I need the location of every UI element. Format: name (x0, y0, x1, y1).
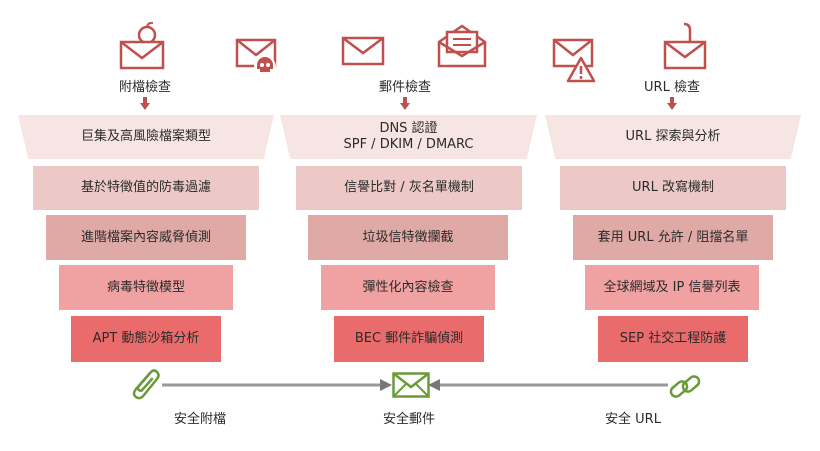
funnel-row: APT 動態沙箱分析 (71, 316, 221, 362)
paperclip-icon (130, 368, 162, 402)
funnel-row: BEC 郵件詐騙偵測 (334, 316, 484, 362)
funnel-row: 病毒特徵模型 (59, 265, 233, 310)
funnel-row: URL 改寫機制 (560, 166, 786, 210)
funnel-row-label: 進階檔案內容威脅偵測 (80, 229, 211, 245)
funnel-row: 垃圾信特徵攔截 (308, 215, 508, 260)
link-icon (668, 372, 702, 402)
funnel-row: 全球網域及 IP 信譽列表 (585, 265, 759, 310)
arrow-down-icon (400, 96, 410, 115)
envelope-bomb-icon (118, 22, 168, 70)
funnel-row-label: BEC 郵件詐騙偵測 (354, 331, 464, 346)
envelope-skull-icon (235, 38, 281, 80)
funnel-row-label: APT 動態沙箱分析 (92, 331, 200, 346)
arrow-down-icon (667, 96, 677, 115)
funnel-row-label: URL 探索與分析 (625, 129, 721, 144)
funnel-row: 進階檔案內容威脅偵測 (46, 215, 246, 260)
funnel-row-label: DNS 認證 SPF / DKIM / DMARC (343, 121, 474, 152)
funnel-row-label: 基於特徵值的防毒過濾 (80, 180, 211, 195)
funnel-row: 巨集及高風險檔案類型 (18, 115, 274, 159)
funnel-row: 套用 URL 允許 / 阻擋名單 (573, 215, 773, 260)
arrow-down-icon (140, 96, 150, 115)
funnel-row: URL 探索與分析 (545, 115, 801, 159)
safe-attachment-label: 安全附檔 (173, 412, 226, 427)
funnel-row-label: 巨集及高風險檔案類型 (80, 129, 211, 144)
column-header-email: 郵件檢查 (378, 80, 431, 95)
funnel-row-label: URL 改寫機制 (632, 180, 714, 195)
funnel-row-label: 彈性化內容檢查 (362, 279, 454, 295)
envelope-safe-icon (392, 372, 430, 398)
funnel-row: SEP 社交工程防護 (598, 316, 748, 362)
funnel-row-label: SEP 社交工程防護 (619, 331, 727, 346)
funnel-row-label: 信譽比對 / 灰名單機制 (344, 180, 474, 195)
funnel-row-label: 垃圾信特徵攔截 (362, 229, 454, 245)
funnel-row: 基於特徵值的防毒過濾 (33, 166, 259, 210)
funnel-row: 彈性化內容檢查 (321, 265, 495, 310)
funnel-row: 信譽比對 / 灰名單機制 (296, 166, 522, 210)
envelope-icon (341, 36, 385, 66)
funnel-row-label: 全球網域及 IP 信譽列表 (603, 279, 741, 295)
envelope-warning-icon (552, 38, 600, 84)
funnel-row: DNS 認證 SPF / DKIM / DMARC (280, 115, 537, 159)
safe-url-label: 安全 URL (605, 412, 661, 427)
envelope-hook-icon (662, 22, 710, 70)
funnel-row-label: 套用 URL 允許 / 阻擋名單 (597, 229, 749, 245)
column-header-attachment: 附檔檢查 (118, 80, 171, 95)
safe-email-label: 安全郵件 (382, 412, 435, 427)
open-envelope-icon (436, 22, 488, 68)
funnel-row-label: 病毒特徵模型 (106, 279, 185, 295)
column-header-url: URL 檢查 (644, 80, 700, 95)
